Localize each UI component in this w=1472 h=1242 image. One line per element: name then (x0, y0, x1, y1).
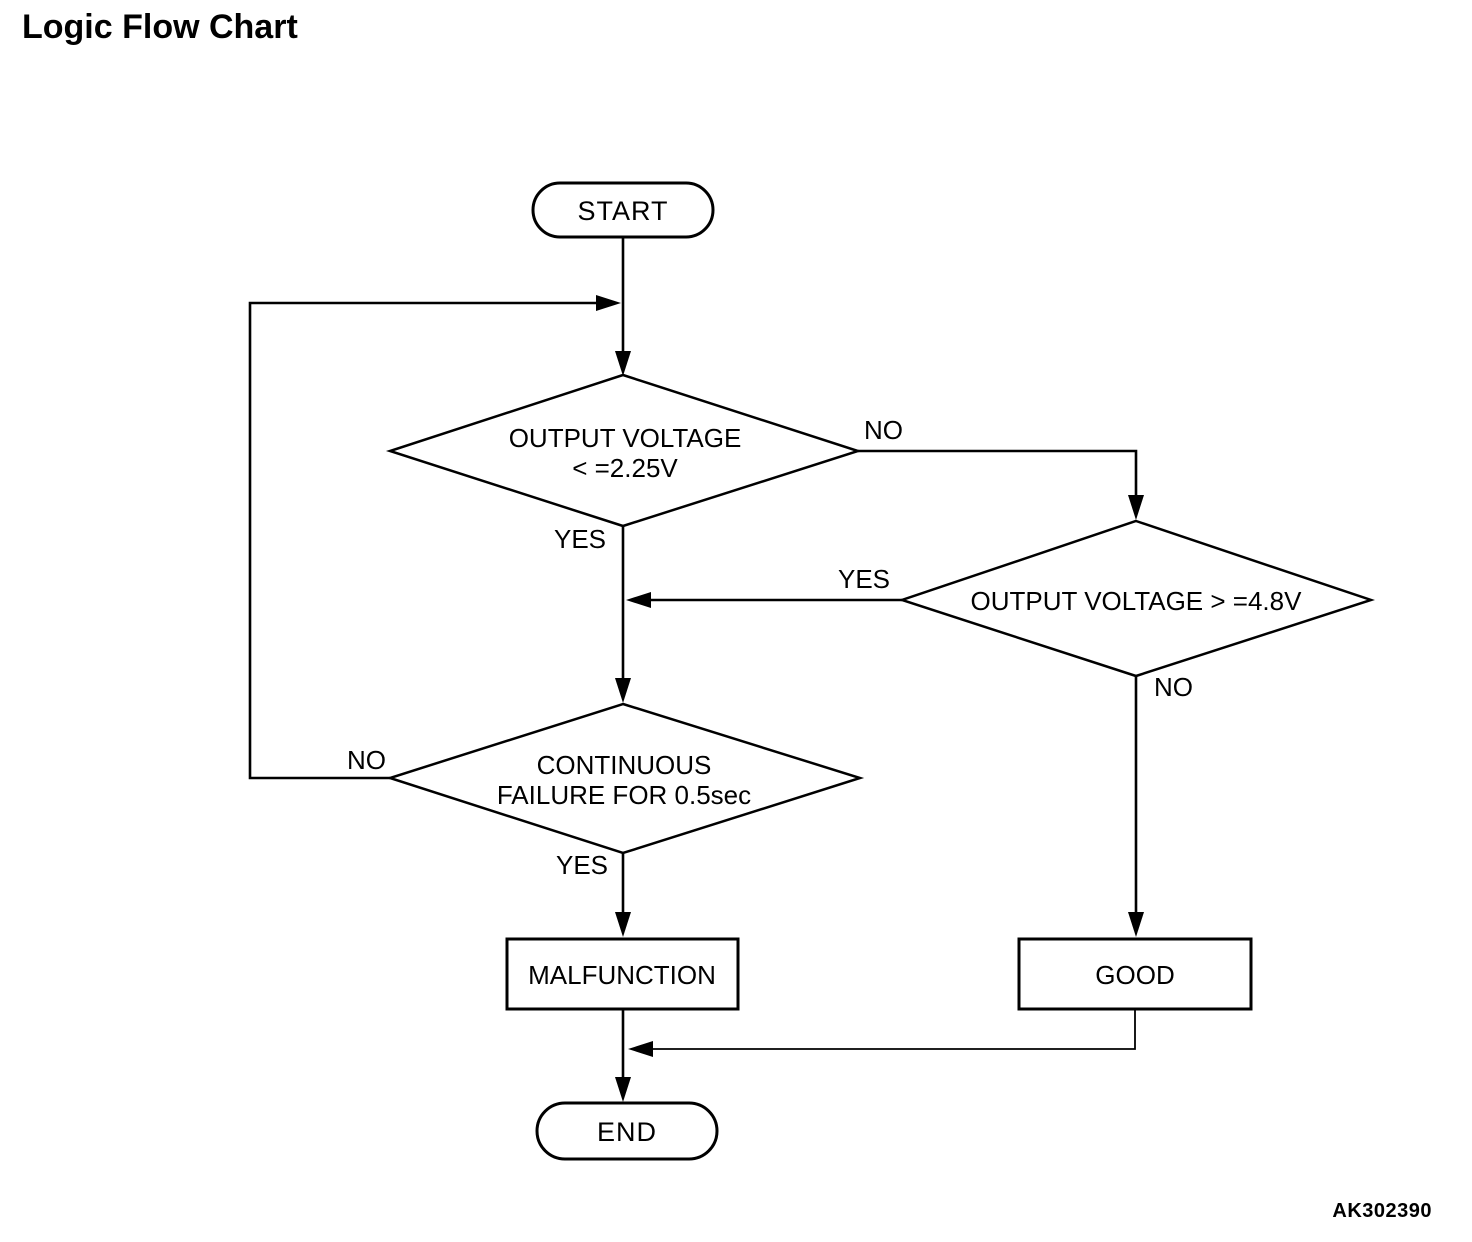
arrowhead-into-end (615, 1077, 631, 1102)
check-low-voltage-label: OUTPUT VOLTAGE < =2.25V (509, 423, 742, 483)
check-low-voltage-decision-shape (385, 373, 863, 528)
arrowhead-loop-back (596, 295, 621, 311)
check-duration-label-line1: CONTINUOUS (536, 750, 712, 780)
end-terminator-shape (535, 1101, 719, 1161)
malfunction-label: MALFUNCTION (528, 960, 716, 990)
edge-label-check-high-no: NO (1154, 672, 1193, 702)
figure-code: AK302390 (1332, 1200, 1432, 1222)
arrowhead-into-good (1128, 912, 1144, 937)
check-high-voltage-label: OUTPUT VOLTAGE > =4.8V (970, 586, 1302, 616)
arrowhead-check-high-yes (626, 592, 651, 608)
edge-check-low-no (858, 449, 1138, 496)
arrowhead-into-malfunction (615, 912, 631, 937)
edge-loop-back (248, 301, 597, 780)
arrowhead-good-join (628, 1041, 653, 1057)
good-label: GOOD (1095, 960, 1175, 990)
edge-label-check-duration-no: NO (347, 745, 386, 775)
edge-label-check-duration-yes: YES (556, 850, 609, 880)
page-title: Logic Flow Chart (22, 8, 298, 46)
check-duration-label-line2: FAILURE FOR 0.5sec (496, 780, 752, 810)
arrowhead-into-check-duration (615, 678, 631, 703)
start-label: START (577, 196, 669, 226)
end-label: END (596, 1117, 658, 1147)
check-low-voltage-label-line1: OUTPUT VOLTAGE (508, 423, 742, 453)
edge-label-check-low-yes: YES (554, 524, 607, 554)
check-duration-label: CONTINUOUS FAILURE FOR 0.5sec (497, 750, 751, 810)
flowchart-connectors (248, 237, 1138, 1077)
malfunction-process-shape (505, 937, 740, 1011)
arrowhead-into-check-high (1128, 495, 1144, 520)
flowchart-shapes (385, 181, 1375, 1161)
check-low-voltage-label-line2: < =2.25V (572, 453, 678, 483)
check-duration-decision-shape (385, 702, 865, 855)
start-terminator-shape (531, 181, 715, 239)
check-high-voltage-decision-shape (898, 519, 1375, 678)
edge-good-to-end (653, 1009, 1136, 1050)
flowchart-arrowheads (596, 295, 1144, 1102)
good-process-shape (1017, 937, 1253, 1011)
edge-label-check-low-no: NO (864, 415, 903, 445)
arrowhead-into-check-low (615, 351, 631, 376)
edge-label-check-high-yes: YES (838, 564, 891, 594)
